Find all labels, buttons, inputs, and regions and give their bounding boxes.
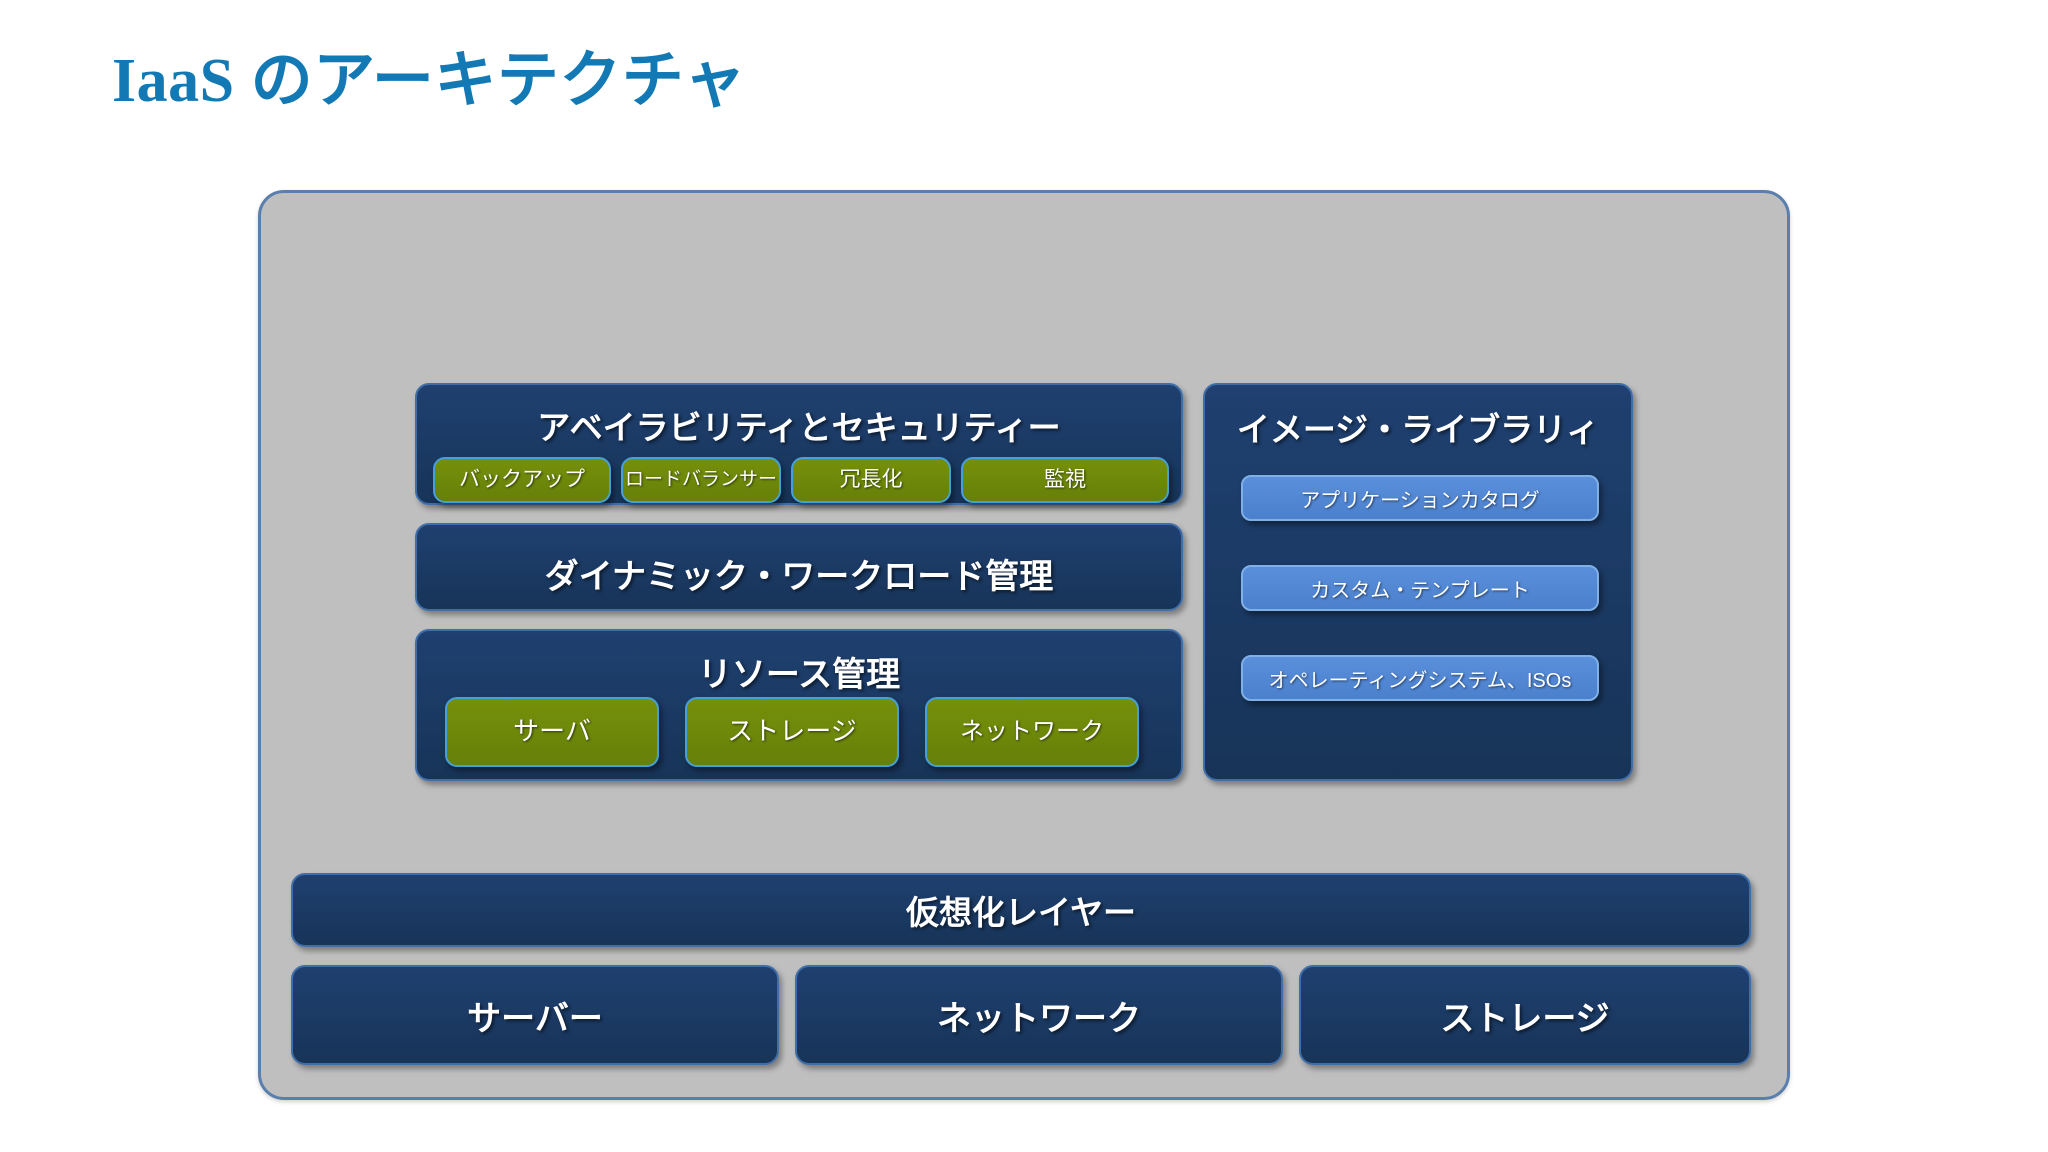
panel-dynamic-workload-management[interactable]: ダイナミック・ワークロード管理 — [415, 523, 1183, 611]
panel-image-library[interactable]: イメージ・ライブラリィ アプリケーションカタログ カスタム・テンプレート オペレ… — [1203, 383, 1633, 781]
button-network[interactable]: ネットワーク — [925, 697, 1139, 767]
panel-hardware-network-label: ネットワーク — [937, 999, 1141, 1038]
button-storage[interactable]: ストレージ — [685, 697, 899, 767]
page-title: IaaS のアーキテクチャ — [112, 47, 747, 115]
panel-resource-management-title: リソース管理 — [697, 656, 901, 694]
button-load-balancer[interactable]: ロードバランサー — [621, 457, 781, 503]
panel-hardware-storage[interactable]: ストレージ — [1299, 965, 1751, 1065]
panel-hardware-network[interactable]: ネットワーク — [795, 965, 1283, 1065]
item-application-catalog[interactable]: アプリケーションカタログ — [1241, 475, 1599, 521]
button-redundancy[interactable]: 冗長化 — [791, 457, 951, 503]
button-backup[interactable]: バックアップ — [433, 457, 611, 503]
panel-dynamic-workload-management-title: ダイナミック・ワークロード管理 — [544, 558, 1054, 596]
panel-hardware-server[interactable]: サーバー — [291, 965, 779, 1065]
panel-availability-security-title: アベイラビリティとセキュリティー — [537, 409, 1061, 446]
item-operating-systems-isos[interactable]: オペレーティングシステム、ISOs — [1241, 655, 1599, 701]
panel-virtualization-layer[interactable]: 仮想化レイヤー — [291, 873, 1751, 947]
panel-hardware-storage-label: ストレージ — [1440, 999, 1610, 1038]
button-server[interactable]: サーバ — [445, 697, 659, 767]
button-monitoring[interactable]: 監視 — [961, 457, 1169, 503]
diagram-container: アベイラビリティとセキュリティー バックアップ ロードバランサー 冗長化 監視 … — [258, 190, 1790, 1100]
panel-hardware-server-label: サーバー — [467, 999, 603, 1038]
panel-image-library-title: イメージ・ライブラリィ — [1236, 411, 1600, 448]
panel-resource-management[interactable]: リソース管理 サーバ ストレージ ネットワーク — [415, 629, 1183, 781]
item-custom-template[interactable]: カスタム・テンプレート — [1241, 565, 1599, 611]
panel-virtualization-layer-label: 仮想化レイヤー — [905, 894, 1136, 931]
panel-availability-security[interactable]: アベイラビリティとセキュリティー バックアップ ロードバランサー 冗長化 監視 — [415, 383, 1183, 505]
